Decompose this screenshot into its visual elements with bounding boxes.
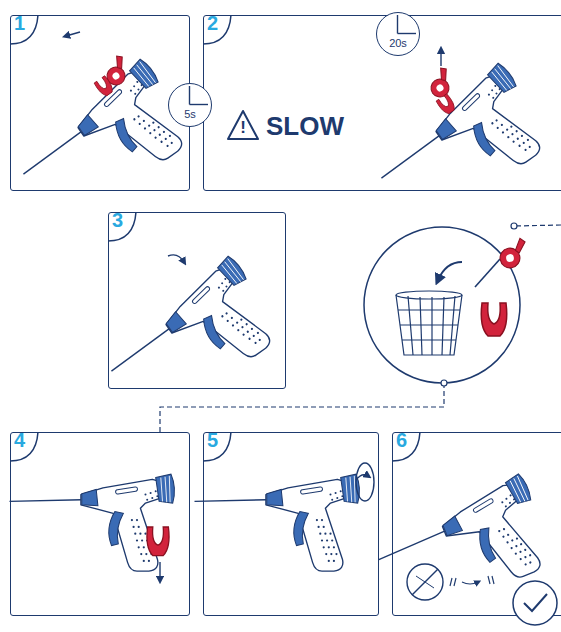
applicator (9, 474, 174, 571)
panel-tabs (10, 15, 420, 461)
instruction-text: ! (226, 119, 260, 138)
step-panel: 1 (10, 15, 190, 191)
turn-arrow (168, 255, 184, 262)
applicator (195, 474, 360, 571)
needle-cross (407, 564, 443, 600)
red-clip (436, 94, 457, 116)
step-number: 5 (207, 429, 218, 451)
step-number: 4 (14, 429, 25, 451)
applicator (369, 473, 558, 625)
rotate-arrow (356, 475, 368, 480)
step-panel: 3 (108, 212, 286, 389)
disposal-detail (160, 223, 561, 432)
applicator (8, 57, 199, 231)
step-number: 2 (207, 12, 218, 34)
up-arrow (440, 50, 441, 66)
red-ring (423, 66, 458, 101)
step-panel: 5 (203, 432, 379, 616)
red-ring (99, 54, 134, 89)
step-number: 6 (396, 429, 407, 451)
red-clip (94, 76, 115, 98)
down-arrow (159, 562, 160, 580)
rotate-ring (356, 463, 374, 501)
step-panel: 6 (392, 432, 561, 616)
time-label: 5s (169, 108, 211, 120)
check-mark (513, 581, 557, 625)
move-arrow (66, 32, 80, 36)
squeeze-marks (450, 576, 494, 586)
red-clip (147, 527, 169, 556)
step-panel: 4 (10, 432, 190, 616)
step-number: 1 (14, 12, 25, 34)
step-panel: 2SLOW 20s! (203, 15, 561, 191)
timer-clock: 20s (376, 12, 420, 56)
warning-triangle: ! (226, 109, 260, 141)
timer-clock: 5s (168, 83, 212, 127)
applicator (96, 254, 287, 428)
step-number: 3 (112, 209, 123, 231)
applicator (366, 61, 557, 235)
time-label: 20s (377, 37, 419, 49)
instruction-text: SLOW (266, 112, 344, 141)
